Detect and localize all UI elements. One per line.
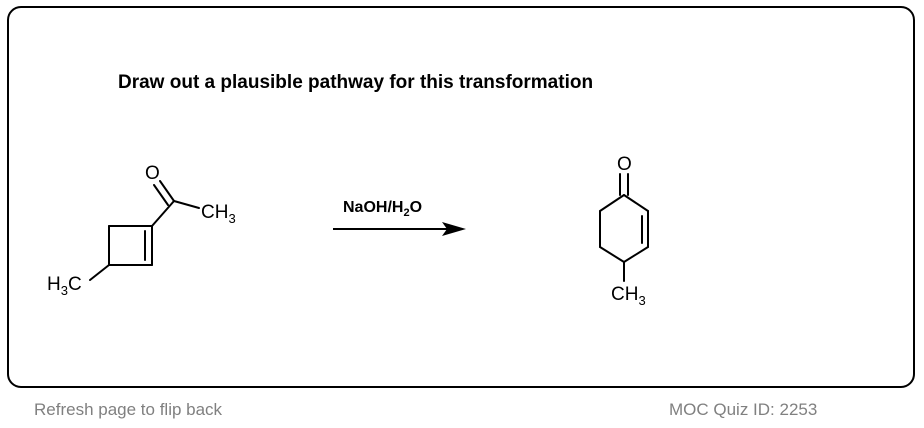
reactant-carbonyl-oxygen: O [145, 163, 160, 184]
reactant-ketone-methyl-label: CH3 [201, 202, 236, 226]
reactant-ring-methyl-label: H3C [47, 274, 82, 298]
carbonyl-double-bond-a [159, 180, 175, 202]
refresh-hint: Refresh page to flip back [34, 400, 223, 419]
carbonyl-double-bond-b [153, 184, 169, 206]
question-prompt: Draw out a plausible pathway for this tr… [118, 72, 594, 93]
product-bond-c4-c5 [599, 246, 625, 263]
bond-ring-to-methyl [89, 264, 110, 281]
quiz-card[interactable] [7, 6, 915, 388]
reagent-label: NaOH/H2O [343, 199, 422, 219]
product-carbonyl-oxygen: O [617, 154, 632, 175]
product-bond-c1-c2 [623, 194, 649, 212]
reaction-arrow [333, 222, 466, 236]
bond-carbonyl-to-methyl [173, 200, 200, 209]
bond-ring-to-carbonyl [151, 200, 175, 227]
quiz-id: MOC Quiz ID: 2253 [669, 400, 818, 419]
product-bond-c6-c1 [599, 194, 625, 212]
product-structure [599, 173, 649, 282]
product-methyl-label: CH3 [611, 284, 646, 308]
product-bond-c3-c4 [623, 246, 649, 263]
reactant-structure [89, 180, 200, 281]
